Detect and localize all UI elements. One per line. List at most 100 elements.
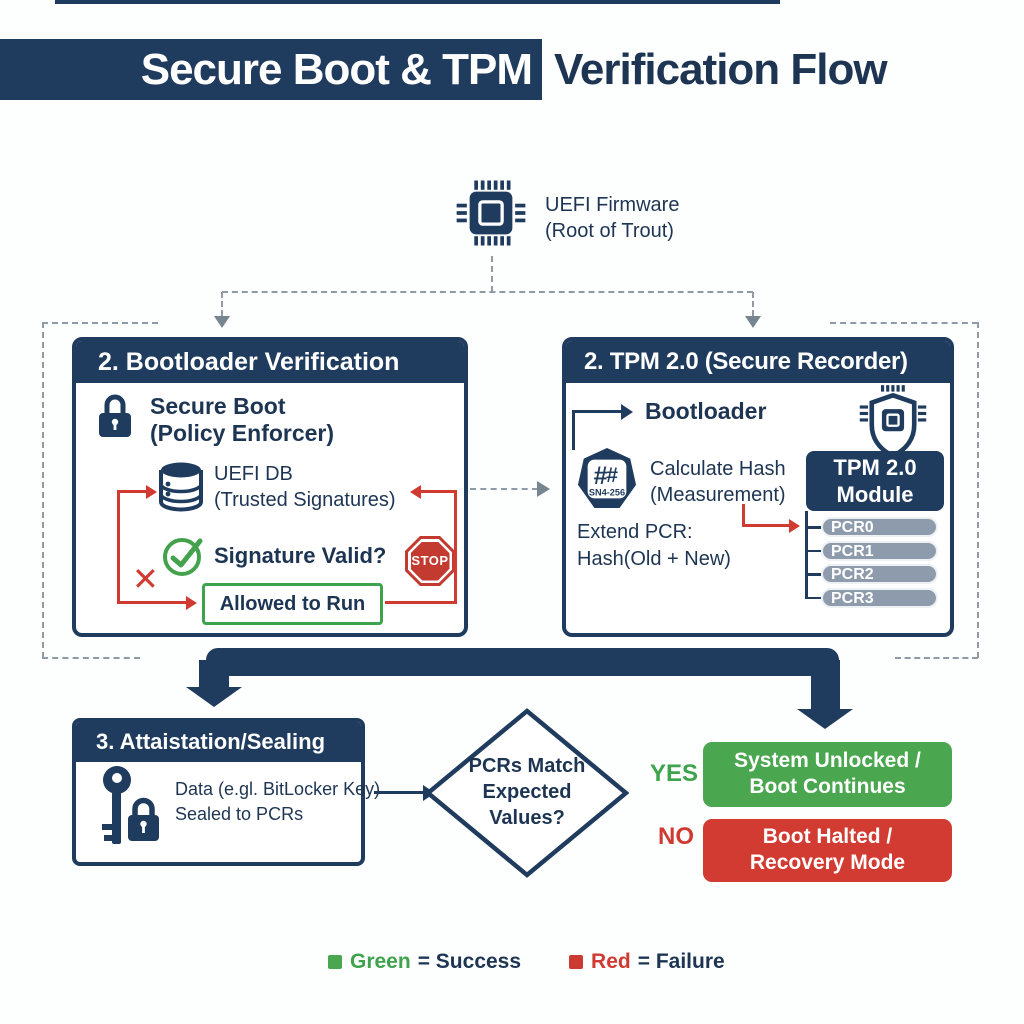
success-line2: Boot Continues [749, 775, 906, 798]
check-icon [163, 538, 203, 576]
flow-bar-left-arm [199, 660, 229, 688]
flow-arrow-down-right [797, 709, 853, 729]
outer-dashed-topright [830, 322, 978, 324]
outer-dashed-bottomleft [42, 657, 140, 659]
bootloader-elbow-vertical [572, 410, 575, 450]
red-loop-right-bottom [385, 601, 457, 604]
sealed-data-line1: Data (e.gl. BitLocker Key) [175, 779, 381, 799]
legend-red-rest: = Failure [637, 950, 725, 973]
tpm-module-line2: Module [836, 482, 914, 507]
secure-boot-line1: Secure Boot [150, 393, 286, 419]
interbox-dashed-arrowhead [537, 481, 550, 497]
outer-dashed-left [42, 322, 44, 658]
outer-dashed-topleft [42, 322, 158, 324]
decision-line1: PCRs Match [468, 755, 586, 777]
interbox-dashed-line [470, 488, 538, 490]
right-branch-line [752, 292, 754, 316]
attestation-header: 3. Attaistation/Sealing [76, 722, 361, 762]
tpm-module-box: TPM 2.0 Module [806, 451, 944, 511]
success-box: System Unlocked / Boot Continues [703, 742, 952, 807]
extend-pcr-line2: Hash(Old + New) [577, 548, 731, 570]
database-icon [159, 462, 203, 512]
red-arrow-to-db-head [146, 484, 157, 499]
no-label: NO [658, 823, 694, 850]
legend-red-swatch [569, 955, 584, 969]
uefi-db-line1: UEFI DB [214, 463, 293, 485]
bootloader-label: Bootloader [645, 398, 767, 424]
decision-line2: Expected [482, 781, 572, 803]
failure-line2: Recovery Mode [749, 851, 906, 874]
stop-sign-icon: STOP [405, 536, 455, 586]
legend-red-term: Red [591, 950, 631, 973]
outer-dashed-bottomright [895, 657, 978, 659]
root-label-line1: UEFI Firmware [545, 194, 680, 216]
pcr-connector-spine [805, 511, 808, 598]
stop-sign-label: STOP [411, 553, 449, 568]
sha-hash-icon: # # SN4-256 [577, 448, 637, 509]
calc-hash-line1: Calculate Hash [650, 458, 786, 480]
signature-valid-question: Signature Valid? [214, 543, 387, 568]
red-loop-left-vertical [117, 490, 120, 604]
red-arrow-to-allowed-line [117, 601, 187, 604]
calc-hash-line2: (Measurement) [650, 484, 786, 506]
hash-icon-caption: SN4-256 [589, 487, 625, 497]
uefi-db-line2: (Trusted Signatures) [214, 489, 396, 511]
red-arrow-to-signatures-line [421, 490, 457, 493]
page-title-highlight: Secure Boot & TPM [140, 45, 533, 94]
attestation-to-decision-line [374, 791, 424, 794]
bootloader-elbow-horizontal [572, 410, 622, 413]
allowed-to-run-label: Allowed to Run [219, 593, 366, 615]
flow-arrow-down-left [186, 687, 242, 707]
red-loop-right-vertical [454, 492, 457, 604]
allowed-to-run-box: Allowed to Run [202, 583, 383, 625]
pcr-connector-tick-1 [805, 549, 821, 552]
outer-dashed-right [977, 322, 979, 658]
bootloader-arrowhead [621, 403, 633, 420]
root-drop-line [491, 256, 493, 292]
yes-label: YES [650, 760, 699, 787]
pcr-connector-tick-2 [805, 573, 821, 576]
pcr-register: PCR1 [821, 540, 938, 561]
page-title-rest: Verification Flow [554, 45, 888, 94]
decision-text: PCRs Match Expected Values? [443, 753, 611, 831]
flow-bar [206, 648, 839, 676]
legend-green-rest: = Success [417, 950, 522, 973]
title-band: Secure Boot & TPM [0, 39, 542, 100]
key-lock-icon [102, 766, 159, 844]
red-arrow-to-db-line [117, 490, 147, 493]
legend: Green = Success Red = Failure [328, 950, 725, 974]
extend-arrow-vertical [742, 504, 745, 527]
red-arrow-to-allowed-head [186, 595, 197, 610]
legend-green-swatch [328, 955, 342, 969]
left-branch-arrowhead [214, 316, 230, 328]
extend-arrow-horizontal [742, 524, 790, 527]
pcr-connector-tick-3 [805, 596, 821, 599]
split-line [222, 291, 753, 293]
failure-box: Boot Halted / Recovery Mode [703, 819, 952, 882]
pcr-register: PCR2 [821, 564, 938, 584]
flow-bar-right-arm [811, 660, 840, 710]
extend-arrowhead [789, 518, 800, 533]
tpm-box-header: 2. TPM 2.0 (Secure Recorder) [566, 341, 950, 383]
sealed-data-line2: Sealed to PCRs [175, 804, 304, 824]
red-arrow-to-signatures-head [410, 484, 421, 499]
top-accent-strip [55, 0, 780, 4]
decision-line3: Values? [489, 807, 565, 829]
left-branch-line [221, 292, 223, 316]
right-branch-arrowhead [745, 316, 761, 328]
failure-line1: Boot Halted / [762, 825, 893, 848]
tpm-module-line1: TPM 2.0 [833, 455, 917, 480]
cpu-chip-icon [456, 180, 526, 246]
root-label-line2: (Root of Trout) [545, 220, 674, 242]
svg-text:#: # [606, 463, 618, 487]
invalid-x-icon: ✕ [132, 561, 159, 597]
pcr-connector-tick-0 [805, 526, 821, 529]
success-line1: System Unlocked / [734, 749, 921, 772]
decision-diamond [425, 708, 629, 878]
extend-pcr-line1: Extend PCR: [577, 521, 693, 543]
pcr-register: PCR0 [821, 517, 938, 537]
pcr-register: PCR3 [821, 587, 938, 608]
lock-icon [99, 394, 131, 437]
svg-text:#: # [593, 462, 607, 490]
secure-boot-line2: (Policy Enforcer) [150, 420, 335, 446]
